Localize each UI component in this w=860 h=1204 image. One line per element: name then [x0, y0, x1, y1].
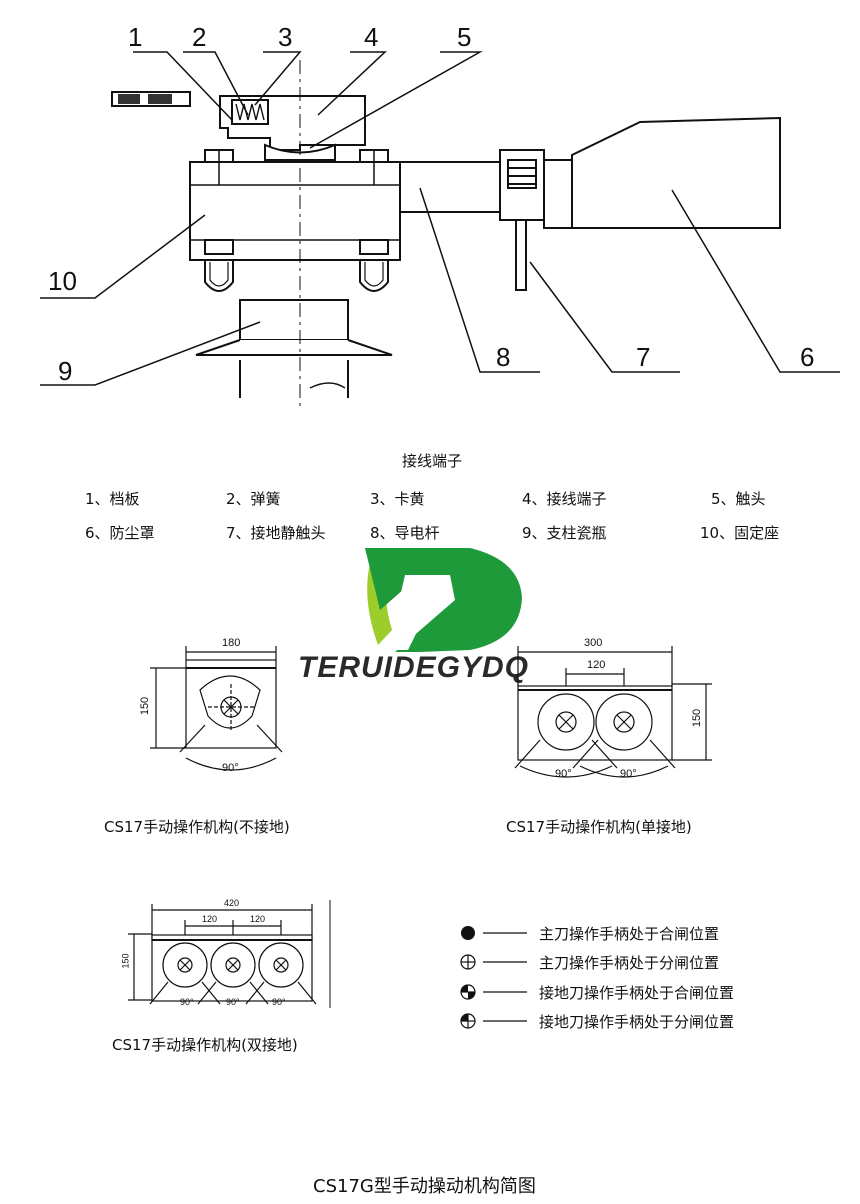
post-insulator: [239, 299, 349, 341]
double-width-dim: 300: [584, 637, 603, 649]
triple-angle-2: 90°: [226, 997, 240, 1007]
single-height-dim: 150: [139, 696, 152, 716]
single-width-dim: 180: [222, 637, 241, 649]
page-title: CS17G型手动操动机构简图: [313, 1176, 536, 1197]
double-mechanism: [514, 646, 712, 778]
legend-item-1: 1、档板: [85, 490, 140, 508]
part-number-4: 4: [364, 22, 379, 52]
part-number-5: 5: [457, 22, 472, 52]
legend-item-8: 8、导电杆: [370, 524, 440, 542]
triple-mechanism: [128, 900, 331, 1008]
triple-spacing-2: 120: [250, 914, 266, 924]
part-number-8: 8: [496, 342, 511, 372]
triple-caption: CS17手动操作机构(双接地): [112, 1036, 298, 1054]
conductive-rod: [399, 161, 501, 213]
part-number-9: 9: [58, 356, 73, 386]
legend-item-4: 4、接线端子: [522, 490, 607, 508]
triple-angle-3: 90°: [272, 997, 286, 1007]
single-caption: CS17手动操作机构(不接地): [104, 818, 290, 836]
legend-item-2: 2、弹簧: [226, 490, 281, 508]
part-number-7: 7: [636, 342, 651, 372]
part-number-2: 2: [192, 22, 207, 52]
double-spacing-dim: 120: [587, 659, 606, 671]
legend-item-9: 9、支柱瓷瓶: [522, 524, 607, 542]
legend-item-5: 5、触头: [711, 490, 766, 508]
triple-spacing-1: 120: [202, 914, 218, 924]
legend-item-6: 6、防尘罩: [85, 524, 155, 542]
section-title: 接线端子: [402, 452, 463, 470]
symbol-text-4: 接地刀操作手柄处于分闸位置: [539, 1013, 735, 1031]
dust-cover: [571, 116, 781, 229]
symbol-text-1: 主刀操作手柄处于合闸位置: [539, 925, 720, 943]
legend-item-7: 7、接地静触头: [226, 524, 326, 542]
double-angle-1: 90°: [555, 768, 572, 780]
double-angle-2: 90°: [620, 768, 637, 780]
half-crossed-circle-icon: [460, 1013, 476, 1029]
part-number-10: 10: [48, 266, 77, 296]
filled-circle-icon: [461, 926, 475, 940]
double-caption: CS17手动操作机构(单接地): [506, 818, 692, 836]
legend-item-3: 3、卡黄: [370, 490, 425, 508]
triple-height-dim: 150: [120, 953, 131, 969]
crossed-circle-icon: [460, 954, 476, 970]
part-number-1: 1: [128, 22, 143, 52]
symbol-text-3: 接地刀操作手柄处于合闸位置: [539, 984, 735, 1002]
quarter-filled-circle-icon: [460, 984, 476, 1000]
part-number-6: 6: [800, 342, 815, 372]
triple-angle-1: 90°: [180, 997, 194, 1007]
symbol-text-2: 主刀操作手柄处于分闸位置: [539, 954, 720, 972]
triple-width-dim: 420: [224, 898, 240, 908]
part-number-3: 3: [278, 22, 293, 52]
double-height-dim: 150: [691, 708, 704, 728]
legend-item-10: 10、固定座: [700, 524, 780, 542]
assembly-drawing: [40, 51, 840, 410]
single-mechanism: [150, 646, 283, 771]
earthing-contact: [515, 219, 527, 291]
brand-logo-text: TERUIDEGYDQ: [298, 651, 530, 684]
single-angle: 90°: [222, 762, 239, 774]
